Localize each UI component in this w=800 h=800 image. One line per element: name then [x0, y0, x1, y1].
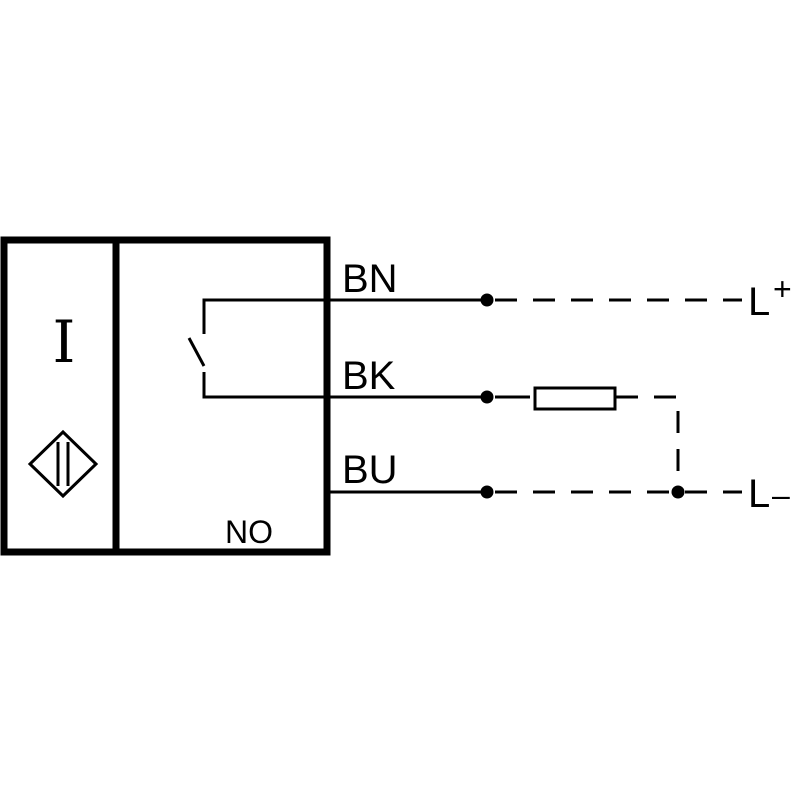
- external-wiring: [495, 298, 742, 494]
- supply-positive-label: L +: [748, 271, 792, 324]
- terminal-dot-bk: [480, 390, 494, 404]
- wire-label-bu: BU: [342, 448, 398, 492]
- svg-text:L: L: [748, 472, 770, 516]
- load-return-line: [616, 395, 680, 492]
- wire-label-bk: BK: [342, 354, 396, 398]
- supply-negative-label: L –: [748, 472, 790, 516]
- svg-text:+: +: [773, 271, 792, 307]
- svg-text:–: –: [772, 477, 790, 513]
- output-mode-label: NO: [225, 514, 273, 550]
- sensor-type-symbol: I: [53, 308, 76, 376]
- terminal-dot-bn: [480, 293, 494, 307]
- inductive-sensor-icon: [27, 429, 99, 499]
- normally-open-switch-icon: [187, 298, 327, 399]
- svg-text:L: L: [748, 280, 770, 324]
- terminal-dot-bu: [480, 485, 494, 499]
- resistor-load-icon: [533, 386, 617, 411]
- wire-label-bn: BN: [342, 257, 398, 301]
- output-wires: [327, 298, 487, 494]
